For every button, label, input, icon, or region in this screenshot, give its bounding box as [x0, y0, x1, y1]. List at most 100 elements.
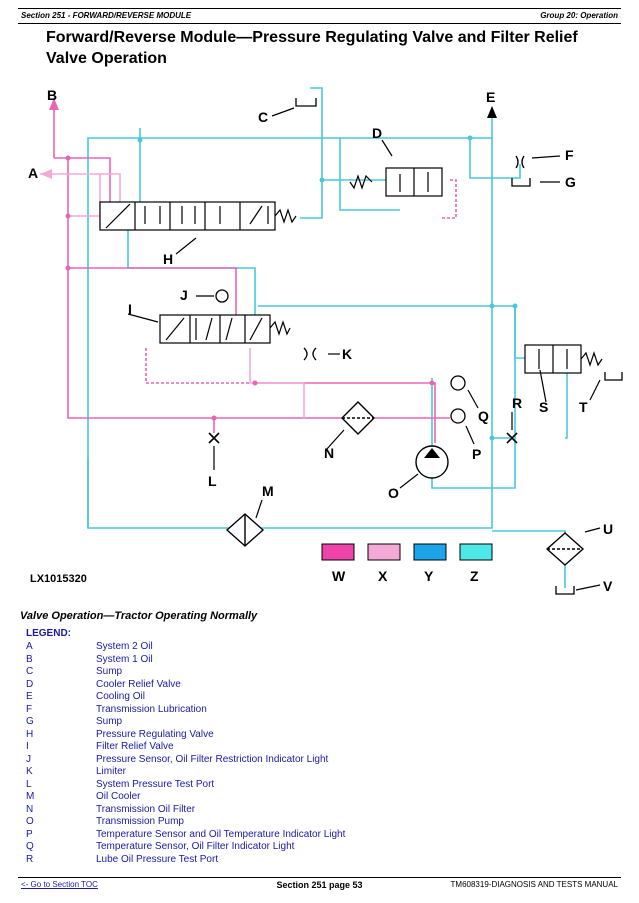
transmission-pump [415, 445, 449, 479]
legend-desc: Transmission Oil Filter [96, 803, 196, 815]
diagram-label-g: G [565, 174, 576, 190]
legend-key: A [26, 641, 33, 652]
footer-page: Section 251 page 53 [276, 880, 363, 890]
legend-desc: Transmission Lubrication [96, 703, 207, 715]
legend-desc: Temperature Sensor and Oil Temperature I… [96, 828, 346, 840]
diagram-label-o: O [388, 485, 399, 501]
legend-item: O Transmission Pump [26, 816, 345, 829]
legend-item: A System 2 Oil [26, 641, 345, 654]
legend-key: D [26, 678, 34, 690]
legend-item: P Temperature Sensor and Oil Temperature … [26, 829, 345, 842]
diagram-label-v: V [603, 578, 613, 594]
page-header: Section 251 - FORWARD/REVERSE MODULE Gro… [18, 8, 621, 24]
legend-key: B [26, 653, 33, 665]
legend-key: E [26, 691, 33, 702]
legend-item: J Pressure Sensor, Oil Filter Restriction… [26, 754, 345, 767]
restrictor-icons [303, 155, 525, 361]
legend-key: F [26, 703, 33, 715]
legend-key: K [26, 766, 33, 777]
diagram-label-k: K [342, 346, 352, 362]
legend-desc: Oil Cooler [96, 791, 141, 802]
legend-desc: Sump [96, 666, 123, 677]
section-subtitle: Valve Operation—Tractor Operating Normal… [20, 610, 258, 622]
diagram-label-u: U [603, 521, 613, 537]
legend-desc: Sump [96, 716, 123, 727]
legend-desc: Lube Oil Pressure Test Port [96, 853, 219, 865]
legend-key: P [26, 828, 33, 840]
legend-key: H [26, 728, 34, 740]
diagram-label-i: I [128, 301, 132, 317]
toc-link[interactable]: <- Go to Section TOC [21, 880, 98, 889]
legend-key: C [26, 666, 34, 677]
legend-desc: Transmission Pump [96, 816, 184, 827]
diagram-label-b: B [47, 87, 57, 103]
legend-key: R [26, 853, 34, 865]
pilot-lines [145, 179, 457, 384]
legend-item: F Transmission Lubrication [26, 704, 345, 717]
footer-doc: TM608319-DIAGNOSIS AND TESTS MANUAL [450, 880, 618, 889]
diagram-label-l: L [208, 473, 217, 489]
legend-desc: Cooler Relief Valve [96, 678, 181, 690]
diagram-label-c: C [258, 109, 268, 125]
test-port-icons [208, 432, 518, 444]
diagram-label-a: A [28, 165, 38, 181]
diagram-label-j: J [180, 287, 188, 303]
legend-desc: Limiter [96, 766, 127, 777]
legend-key: Q [26, 841, 34, 852]
legend-desc: System 2 Oil [96, 641, 153, 652]
legend-key: O [26, 816, 34, 827]
lube-valve [524, 344, 603, 374]
filter-cooler-icons [225, 401, 585, 566]
color-swatch-z [459, 543, 493, 561]
legend-desc: Pressure Regulating Valve [96, 728, 214, 740]
legend-desc: Pressure Sensor, Oil Filter Restriction … [96, 753, 329, 765]
sump-icons [295, 98, 623, 595]
color-key-label: W [332, 568, 346, 584]
sensor-icons [215, 289, 466, 424]
legend-item: R Lube Oil Pressure Test Port [26, 854, 345, 867]
legend-desc: System 1 Oil [96, 653, 153, 665]
legend-key: L [26, 778, 32, 790]
legend-key: G [26, 716, 34, 727]
cooling-arrow-icon [487, 106, 497, 118]
legend-desc: Cooling Oil [96, 691, 145, 702]
page-footer: <- Go to Section TOC Section 251 page 53… [18, 877, 621, 892]
diagram-label-h: H [163, 251, 173, 267]
legend-desc: Temperature Sensor, Oil Filter Indicator… [96, 841, 295, 852]
legend-item: N Transmission Oil Filter [26, 804, 345, 817]
pink-lines [53, 98, 450, 443]
legend-key: I [26, 741, 29, 752]
cooler-relief-valve [349, 167, 443, 197]
diagram-label-t: T [579, 399, 588, 415]
legend-item: K Limiter [26, 766, 345, 779]
pressure-regulating-valve [99, 201, 297, 231]
legend-key: M [26, 791, 35, 802]
diagram-label-e: E [486, 89, 495, 105]
diagram-label-r: R [512, 395, 522, 411]
legend-key: J [26, 753, 31, 765]
legend-item: Q Temperature Sensor, Oil Filter Indicato… [26, 841, 345, 854]
header-section: Section 251 - FORWARD/REVERSE MODULE [21, 11, 192, 20]
legend-item: M Oil Cooler [26, 791, 345, 804]
page-title: Forward/Reverse Module—Pressure Regulati… [46, 29, 578, 67]
header-group: Group 20: Operation [540, 11, 618, 20]
color-key-label: Z [470, 568, 479, 584]
diagram-label-f: F [565, 147, 574, 163]
filter-relief-valve [159, 314, 291, 344]
color-key-label: X [378, 568, 388, 584]
legend-item: E Cooling Oil [26, 691, 345, 704]
color-swatch-w [321, 543, 355, 561]
legend-key: N [26, 803, 34, 815]
system2-arrow-icon [40, 169, 52, 179]
pink-junctions [65, 155, 435, 421]
legend-item: G Sump [26, 716, 345, 729]
diagram-label-p: P [472, 446, 481, 462]
color-swatch-y [413, 543, 447, 561]
label-leaders [127, 107, 601, 591]
